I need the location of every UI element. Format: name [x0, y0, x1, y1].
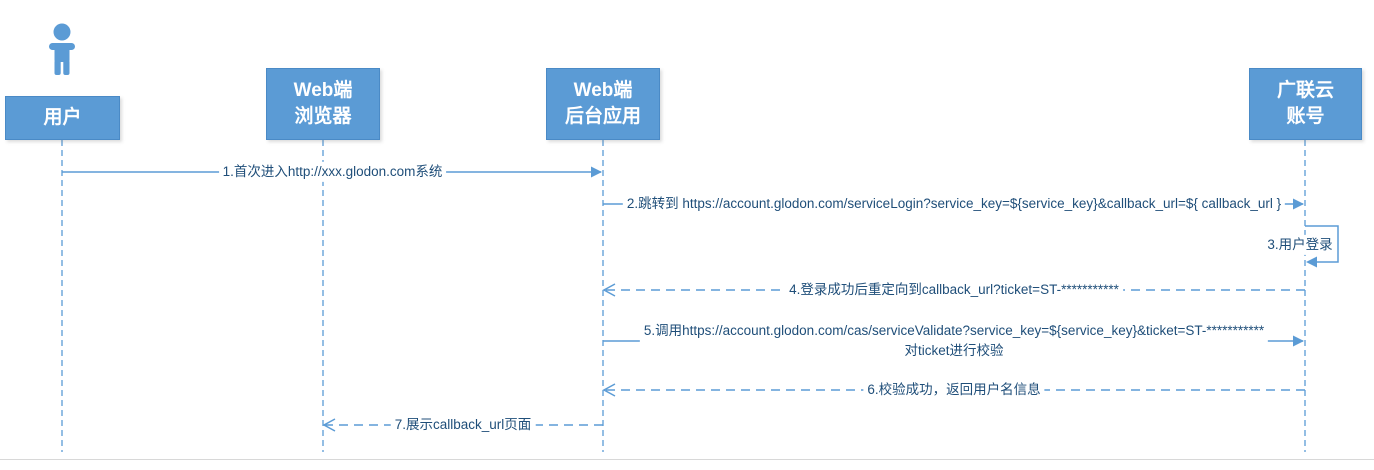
arrowhead-filled	[1306, 256, 1317, 268]
participant-label-line: 用户	[43, 106, 82, 128]
message-label-line: 2.跳转到 https://account.glodon.com/service…	[626, 195, 1282, 211]
participant-user: 用户	[5, 96, 120, 140]
arrowhead-filled	[1293, 335, 1304, 347]
message-label-line: 对ticket进行校验	[904, 343, 1004, 358]
arrowhead-open	[322, 418, 336, 432]
message-1-label: 1.首次进入http://xxx.glodon.com系统	[218, 161, 447, 183]
participant-label-line: Web端	[293, 79, 353, 101]
message-label-line: 6.校验成功，返回用户名信息	[867, 381, 1041, 397]
participant-backend: Web端后台应用	[546, 68, 660, 140]
arrowhead-open	[602, 283, 616, 297]
message-3-label: 3.用户登录	[1263, 234, 1337, 256]
participant-label-line: 后台应用	[564, 106, 641, 127]
message-4-label: 4.登录成功后重定向到callback_url?ticket=ST-******…	[785, 279, 1123, 301]
participant-browser: Web端浏览器	[266, 68, 380, 140]
message-6-label: 6.校验成功，返回用户名信息	[863, 379, 1045, 401]
user-actor-icon	[49, 23, 75, 75]
message-label-line: 7.展示callback_url页面	[394, 416, 532, 432]
message-label-line: 3.用户登录	[1267, 236, 1333, 252]
message-7-label: 7.展示callback_url页面	[390, 414, 536, 436]
message-5-label: 5.调用https://account.glodon.com/cas/servi…	[639, 320, 1269, 362]
arrowhead-filled	[591, 166, 602, 178]
message-3-line	[1305, 225, 1339, 263]
message-2-label: 2.跳转到 https://account.glodon.com/service…	[622, 193, 1286, 215]
participant-label-line: 账号	[1286, 106, 1325, 127]
participant-label-line: 浏览器	[294, 106, 352, 127]
arrowhead-filled	[1293, 198, 1304, 210]
message-label-line: 4.登录成功后重定向到callback_url?ticket=ST-******…	[789, 281, 1119, 297]
message-label-line: 5.调用https://account.glodon.com/cas/servi…	[643, 322, 1265, 338]
message-label-line: 1.首次进入http://xxx.glodon.com系统	[222, 163, 443, 179]
arrowhead-open	[602, 383, 616, 397]
participant-label-line: 广联云	[1276, 79, 1334, 101]
participant-glodon: 广联云账号	[1249, 68, 1362, 140]
participant-label-line: Web端	[573, 79, 633, 101]
